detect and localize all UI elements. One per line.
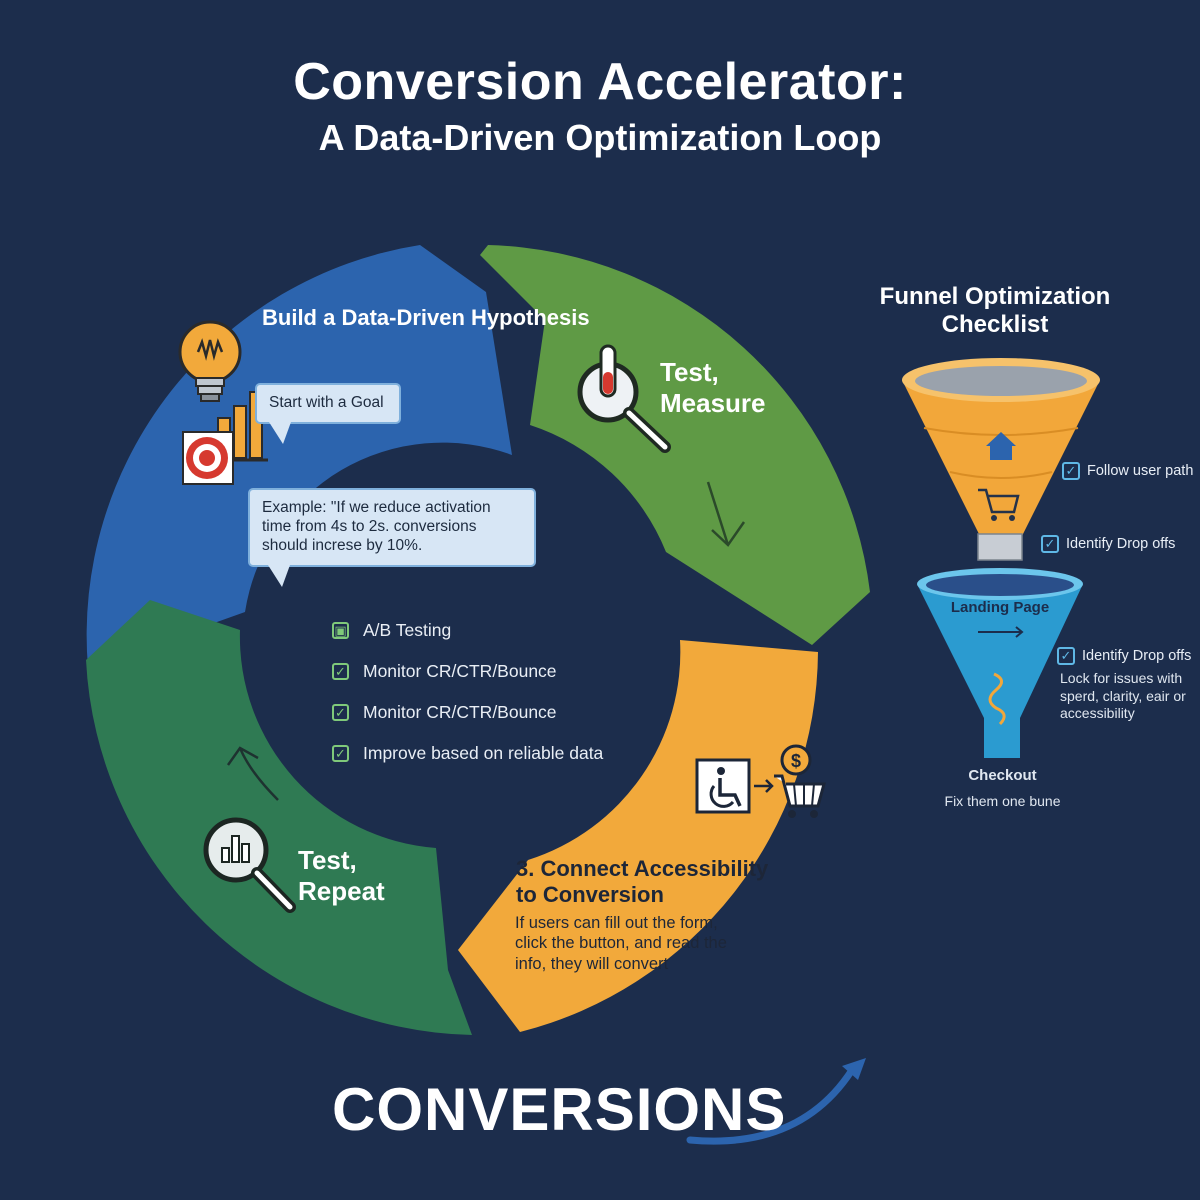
- arrow-down-icon: [706, 481, 746, 547]
- dollar-icon: $: [780, 744, 812, 776]
- segment-connect: [458, 640, 818, 1032]
- shopping-cart-icon: [774, 774, 826, 818]
- goal-bubble-tail: [269, 421, 291, 444]
- checklist-item: ✓ Monitor CR/CTR/Bounce: [332, 651, 603, 692]
- checklist-item-label: Improve based on reliable data: [363, 743, 604, 763]
- target-icon: [182, 431, 234, 485]
- funnel-item-label: Identify Drop offs: [1082, 648, 1192, 664]
- check-icon: ✓: [1062, 462, 1080, 480]
- svg-text:$: $: [791, 751, 801, 771]
- check-icon: ✓: [1041, 535, 1059, 553]
- repeat-title-line2: Repeat: [298, 876, 385, 907]
- funnel-note: Lock for issues with sperd, clarity, eai…: [1060, 670, 1186, 721]
- checkout-label: Checkout: [968, 767, 1037, 784]
- funnel-item-follow: ✓ Follow user path: [1062, 462, 1193, 480]
- segment-repeat: [86, 600, 472, 1035]
- goal-bubble: Start with a Goal: [255, 383, 401, 444]
- blue-funnel: [917, 568, 1083, 758]
- conversions-label: CONVERSIONS: [332, 1076, 787, 1143]
- checklist-item: ▣ A/B Testing: [332, 610, 603, 651]
- measure-title-line2: Measure: [660, 388, 766, 419]
- goal-bubble-text: Start with a Goal: [269, 394, 384, 411]
- check-icon: ✓: [332, 745, 349, 762]
- check-icon: ✓: [332, 663, 349, 680]
- ab-test-icon: ▣: [332, 622, 349, 639]
- example-bubble: Example: "If we reduce activation time f…: [248, 488, 536, 587]
- home-icon: [986, 432, 1016, 460]
- repeat-title-line1: Test,: [298, 845, 357, 875]
- checklist-item: ✓ Monitor CR/CTR/Bounce: [332, 692, 603, 733]
- landing-page-label: Landing Page: [950, 599, 1050, 616]
- checklist-item-label: Monitor CR/CTR/Bounce: [363, 661, 557, 681]
- connect-title: 3. Connect Accessibility to Conversion: [516, 856, 768, 909]
- funnel-item-identify-2: ✓ Identify Drop offs: [1057, 647, 1191, 665]
- example-bubble-text: Example: "If we reduce activation time f…: [262, 499, 491, 554]
- checklist-item-label: Monitor CR/CTR/Bounce: [363, 702, 557, 722]
- funnel-title: Funnel Optimization Checklist: [879, 283, 1111, 338]
- page-title: Conversion Accelerator:: [293, 53, 907, 111]
- swoosh-arrowhead-icon: [842, 1058, 866, 1080]
- page-subtitle: A Data-Driven Optimization Loop: [318, 117, 882, 158]
- check-icon: ✓: [1057, 647, 1075, 665]
- arrow-right-icon: [754, 779, 774, 793]
- repeat-title: Test, Repeat: [298, 845, 385, 907]
- segment-hypothesis: [86, 245, 512, 668]
- connect-title-line1: 3. Connect Accessibility: [516, 856, 769, 881]
- hypothesis-title: Build a Data-Driven Hypothesis: [262, 305, 590, 330]
- example-bubble-tail: [268, 564, 290, 587]
- check-icon: ✓: [332, 704, 349, 721]
- measure-title-line1: Test,: [660, 357, 719, 387]
- squiggle-path-icon: [988, 672, 1006, 726]
- funnel-item-label: Identify Drop offs: [1066, 536, 1176, 552]
- checkout-note: Fix them one bune: [944, 793, 1061, 809]
- connect-description: If users can fill out the form, click th…: [515, 914, 727, 973]
- segment-measure: [480, 245, 870, 645]
- center-checklist: ▣ A/B Testing ✓ Monitor CR/CTR/Bounce ✓ …: [332, 610, 603, 774]
- funnel-item-identify-1: ✓ Identify Drop offs: [1041, 535, 1175, 553]
- swoosh-arrow-icon: [686, 1066, 856, 1145]
- accessibility-icon: [695, 758, 751, 814]
- measure-title: Test, Measure: [660, 357, 766, 419]
- magnifier-chart-icon: [203, 817, 296, 913]
- connect-title-line2: to Conversion: [516, 882, 664, 908]
- arrow-up-icon: [226, 746, 279, 801]
- lightbulb-icon: [178, 320, 242, 402]
- funnel-item-label: Follow user path: [1087, 463, 1194, 479]
- test-tube-magnifier-icon: [577, 344, 671, 453]
- checklist-item: ✓ Improve based on reliable data: [332, 733, 603, 774]
- cart-icon: [978, 488, 1020, 521]
- checklist-item-label: A/B Testing: [363, 620, 452, 640]
